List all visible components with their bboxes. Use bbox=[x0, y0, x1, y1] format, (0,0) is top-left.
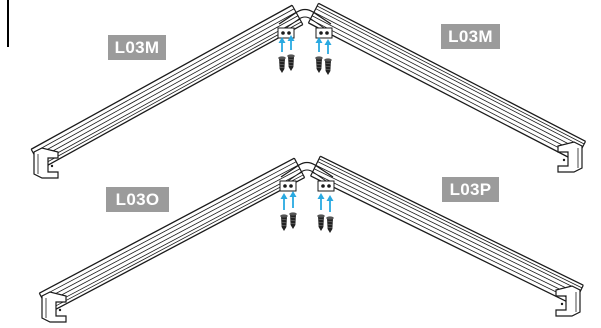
part-label-bottom-right: L03P bbox=[442, 177, 499, 202]
arrow-up-icon bbox=[324, 39, 332, 54]
arrow-up-icon bbox=[287, 35, 295, 50]
arrow-up-icon bbox=[278, 37, 286, 52]
assembly-bottom bbox=[38, 155, 584, 323]
right-profile-end bbox=[555, 285, 581, 317]
left-beam bbox=[38, 157, 306, 314]
screw-icon bbox=[280, 214, 288, 231]
arrow-up-icon bbox=[326, 195, 334, 212]
left-beam bbox=[30, 4, 304, 170]
screw-icon bbox=[278, 56, 286, 73]
right-profile-end bbox=[557, 141, 583, 173]
left-profile-end bbox=[33, 147, 59, 179]
apex-bracket bbox=[277, 8, 333, 39]
screw-icon bbox=[326, 216, 334, 233]
screw-icon bbox=[287, 54, 295, 71]
arrow-up-icon bbox=[280, 193, 288, 210]
apex-bracket bbox=[279, 161, 335, 192]
right-beam bbox=[310, 155, 584, 306]
assembly-top bbox=[30, 2, 587, 179]
arrow-up-icon bbox=[317, 193, 325, 210]
screw-icon bbox=[315, 56, 323, 73]
part-label-bottom-left: L03O bbox=[106, 187, 169, 212]
screw-icon bbox=[317, 214, 325, 231]
screw-icon bbox=[289, 212, 297, 229]
arrow-up-icon bbox=[289, 191, 297, 208]
page-edge-mark bbox=[7, 0, 9, 47]
left-profile-end bbox=[41, 291, 67, 323]
arrow-up-icon bbox=[315, 37, 323, 52]
part-label-top-left: L03M bbox=[108, 35, 166, 60]
part-label-top-right: L03M bbox=[441, 24, 500, 49]
screw-icon bbox=[324, 58, 332, 75]
